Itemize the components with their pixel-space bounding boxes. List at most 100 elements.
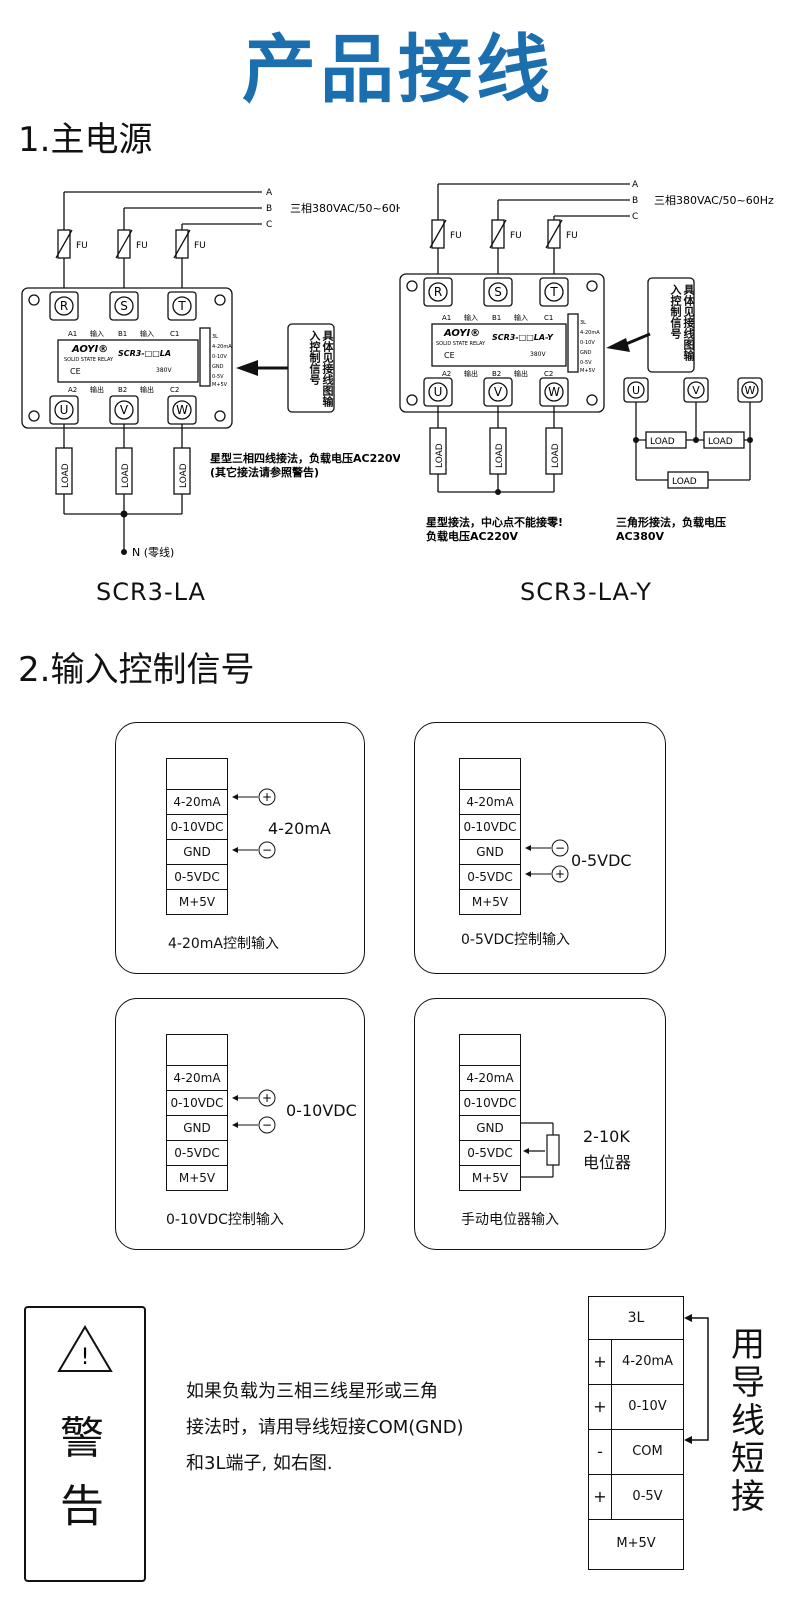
terminal-w: W xyxy=(176,403,188,417)
terminal-cell: GND xyxy=(166,1115,228,1141)
relay-bottom-label: A2 xyxy=(68,386,77,394)
relay-side-label: 0-5V xyxy=(212,374,224,380)
note-la-line-2: (其它接法请参照警告) xyxy=(210,465,319,479)
relay-brand: AOYI® xyxy=(443,328,480,339)
load-label: LOAD xyxy=(179,463,189,488)
panel-0-10vdc: 4-20mA 0-10VDC GND 0-5VDC M+5V + − 0-10V… xyxy=(115,998,365,1250)
panel-caption: 手动电位器输入 xyxy=(461,1212,559,1228)
short-table-sign: + xyxy=(589,1385,612,1430)
terminal-table: 4-20mA 0-10VDC GND 0-5VDC M+5V xyxy=(459,1034,521,1191)
plus-icon: + xyxy=(262,1091,272,1105)
panel-4-20ma: 4-20mA 0-10VDC GND 0-5VDC M+5V + − 4-20m… xyxy=(115,722,365,974)
short-table-label: 0-5V xyxy=(612,1475,683,1520)
panel-caption: 0-10VDC控制输入 xyxy=(166,1212,284,1228)
phase-label-b: B xyxy=(266,204,272,214)
relay-bottom-label: C2 xyxy=(170,386,179,394)
fuse-label: FU xyxy=(76,241,88,251)
terminal-w: W xyxy=(548,385,560,399)
short-table-row-3l: 3L xyxy=(589,1297,683,1340)
callout-text: 具体见接线图输入控制信号 xyxy=(308,330,334,407)
signal-label: 0-5VDC xyxy=(571,851,632,870)
terminal-u: U xyxy=(60,403,69,417)
relay-side-label: 4-20mA xyxy=(580,330,600,336)
supply-label: 三相380VAC/50~60Hz xyxy=(290,202,400,215)
terminal-table: 4-20mA 0-10VDC GND 0-5VDC M+5V xyxy=(459,758,521,915)
phase-label-c: C xyxy=(266,220,272,230)
terminal-t: T xyxy=(177,299,186,313)
terminal-table: 4-20mA 0-10VDC GND 0-5VDC M+5V xyxy=(166,758,228,915)
relay-top-label: 输入 xyxy=(514,313,528,322)
relay-side-label: GND xyxy=(212,364,224,370)
terminal-s: S xyxy=(494,285,502,299)
short-table-sign: + xyxy=(589,1340,612,1385)
relay-top-label: 输入 xyxy=(464,313,478,322)
section-heading-control-signal: 2.输入控制信号 xyxy=(18,650,255,690)
short-table-label: 0-10V xyxy=(612,1385,683,1430)
terminal-cell: GND xyxy=(166,839,228,865)
terminal-cell-blank xyxy=(459,1034,521,1066)
vertical-char: 短 xyxy=(731,1439,765,1479)
relay-bottom-label: B2 xyxy=(118,386,127,394)
relay-ce-mark: CE xyxy=(444,351,455,360)
exclamation-icon: ! xyxy=(81,1345,90,1370)
wiring-diagram-scr3-la-y: A B C 三相380VAC/50~60Hz FU FU FU R S T U … xyxy=(399,180,774,543)
relay-top-label: C1 xyxy=(544,314,553,322)
phase-label-b: B xyxy=(632,196,638,206)
relay-side-label: 3L xyxy=(212,334,218,340)
terminal-cell: M+5V xyxy=(166,889,228,915)
warning-text-line-3: 和3L端子, 如右图. xyxy=(186,1453,333,1474)
terminal-cell: 0-10VDC xyxy=(459,1090,521,1116)
minus-icon: − xyxy=(262,843,272,857)
load-label: LOAD xyxy=(672,477,697,487)
terminal-v: V xyxy=(494,385,503,399)
terminal-cell: 4-20mA xyxy=(166,1065,228,1091)
section-heading-main-power: 1.主电源 xyxy=(18,120,153,160)
note-la-line-1: 星型三相四线接法，负载电压AC220V xyxy=(210,451,400,465)
terminal-cell: 0-10VDC xyxy=(459,814,521,840)
relay-bottom-label: 输出 xyxy=(140,385,154,394)
signal-label: 4-20mA xyxy=(268,819,331,838)
warning-box: ! 警 告 xyxy=(24,1306,146,1582)
relay-side-label: 0-10V xyxy=(212,354,227,360)
relay-side-label: 4-20mA xyxy=(212,344,232,350)
model-label-scr3-la: SCR3-LA xyxy=(96,578,206,606)
terminal-cell: 4-20mA xyxy=(459,789,521,815)
panel-potentiometer: 4-20mA 0-10VDC GND 0-5VDC M+5V 2-10K 电位器… xyxy=(414,998,666,1250)
vertical-char: 导 xyxy=(731,1363,765,1403)
terminal-cell-blank xyxy=(459,758,521,790)
supply-label: 三相380VAC/50~60Hz xyxy=(654,194,774,207)
relay-top-label: 输入 xyxy=(90,329,104,338)
potentiometer-value: 2-10K xyxy=(583,1127,630,1146)
terminal-cell-blank xyxy=(166,758,228,790)
potentiometer-icon xyxy=(521,1122,560,1178)
phase-label-a: A xyxy=(632,180,639,190)
terminal-cell: 0-10VDC xyxy=(166,1090,228,1116)
warning-word: 告 xyxy=(60,1481,104,1532)
terminal-cell: 0-5VDC xyxy=(459,864,521,890)
phase-label-a: A xyxy=(266,188,273,198)
relay-subtitle: SOLID STATE RELAY xyxy=(64,357,114,363)
callout-text: 具体见接线图输入控制信号 xyxy=(669,284,695,361)
plus-icon: + xyxy=(555,867,565,881)
relay-top-label: C1 xyxy=(170,330,179,338)
warning-text-line-2: 接法时，请用导线短接COM(GND) xyxy=(186,1417,464,1438)
terminal-v: V xyxy=(692,384,700,397)
vertical-label: 用 导 线 短 接 xyxy=(728,1326,768,1516)
note-star-line-2: 负载电压AC220V xyxy=(426,529,519,543)
terminal-cell: 0-5VDC xyxy=(166,1140,228,1166)
load-label: LOAD xyxy=(708,437,733,447)
phase-label-c: C xyxy=(632,212,638,222)
terminal-cell: GND xyxy=(459,839,521,865)
relay-bottom-label: A2 xyxy=(442,370,451,378)
minus-icon: − xyxy=(555,841,565,855)
load-label: LOAD xyxy=(495,443,505,468)
relay-top-label: 输入 xyxy=(140,329,154,338)
short-table-row-m5v: M+5V xyxy=(616,1536,656,1551)
relay-top-label: A1 xyxy=(68,330,77,338)
relay-side-label: M+5V xyxy=(580,368,596,374)
relay-voltage: 380V xyxy=(156,367,172,374)
panel-caption: 0-5VDC控制输入 xyxy=(461,932,570,948)
terminal-r: R xyxy=(60,299,68,313)
relay-top-label: B1 xyxy=(118,330,127,338)
relay-side-label: 0-5V xyxy=(580,360,592,366)
